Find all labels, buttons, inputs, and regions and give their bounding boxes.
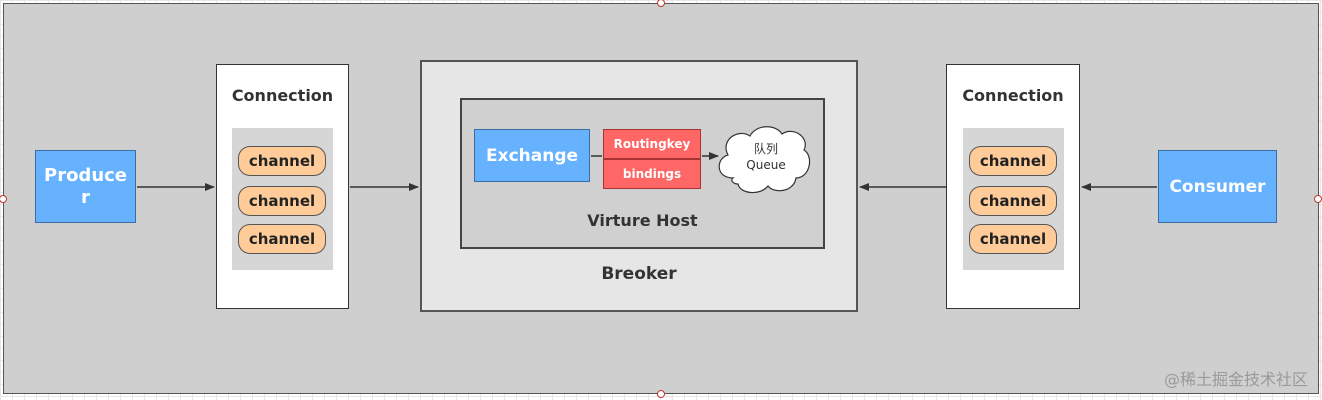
queue-label-line-2: Queue	[746, 158, 786, 172]
right-channel-3[interactable]: channel	[969, 224, 1057, 254]
watermark: @稀土掘金技术社区	[1163, 370, 1308, 389]
left-channel-2[interactable]: channel	[238, 186, 326, 216]
queue-cloud-shape	[718, 126, 811, 194]
right-channel-2[interactable]: channel	[969, 186, 1057, 216]
right-channel-1[interactable]: channel	[969, 146, 1057, 176]
queue-label: 队列 Queue	[722, 141, 810, 173]
left-connection-title: Connection	[231, 86, 334, 105]
routing-key-node[interactable]: Routingkey	[603, 129, 701, 159]
producer-node[interactable]: Producer	[35, 150, 136, 223]
consumer-node[interactable]: Consumer	[1158, 150, 1277, 223]
selection-handle-top[interactable]	[657, 0, 665, 7]
exchange-node[interactable]: Exchange	[474, 129, 590, 182]
right-connection-title: Connection	[962, 86, 1064, 105]
left-channel-3[interactable]: channel	[238, 224, 326, 254]
broker-label: Breoker	[601, 264, 677, 284]
producer-label: Producer	[44, 164, 128, 208]
selection-handle-bottom[interactable]	[657, 390, 665, 398]
left-channel-1[interactable]: channel	[238, 146, 326, 176]
queue-label-line-1: 队列	[753, 142, 778, 156]
virtual-host-label: Virture Host	[587, 211, 698, 230]
bindings-node[interactable]: bindings	[603, 159, 701, 189]
selection-handle-left[interactable]	[0, 195, 7, 203]
